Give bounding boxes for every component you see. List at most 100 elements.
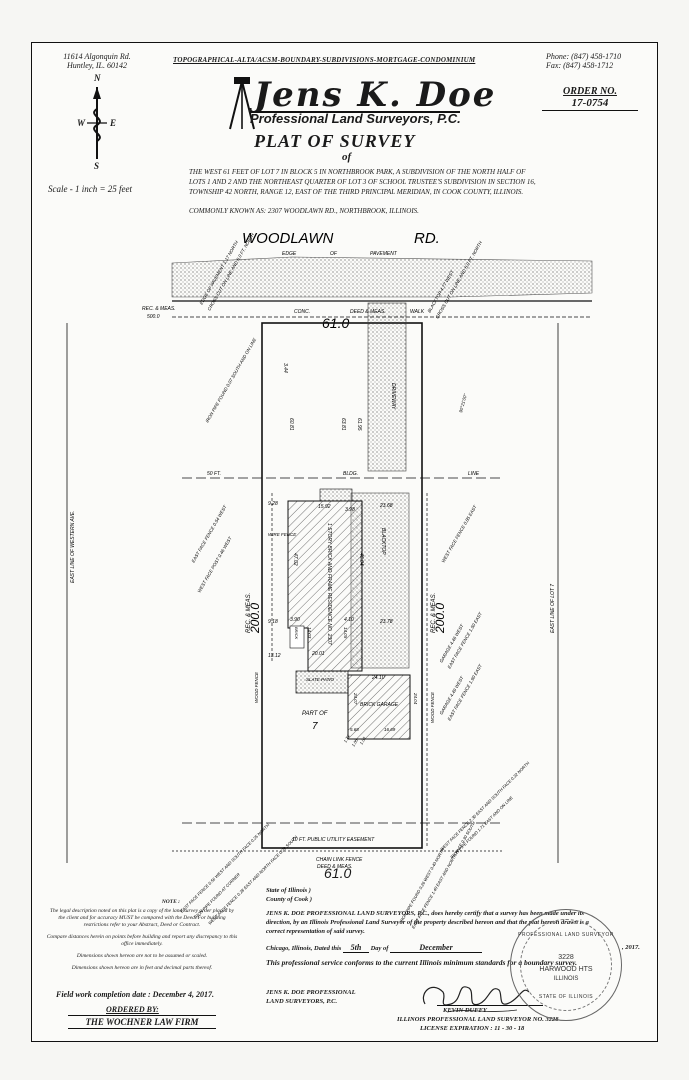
scale-note: Scale - 1 inch = 25 feet xyxy=(48,184,133,194)
note-3: Dimensions shown hereon are not to be as… xyxy=(76,953,208,959)
dim-2407: 24.07 xyxy=(353,692,358,705)
dim-1403: 14.03 xyxy=(307,627,312,639)
compass-needle-icon xyxy=(87,87,107,159)
surveyor-signature xyxy=(422,986,530,1013)
dim-1592: 15.92 xyxy=(318,504,331,510)
dim-4702: 47.02 xyxy=(292,553,298,566)
survey-sheet: 11614 Algonquin Rd. Huntley, IL. 60142 T… xyxy=(31,42,658,1042)
cert-line2: direction, by an Illinois Professional L… xyxy=(266,919,589,926)
note-iron-pipe-n: IRON PIPE FOUND 0.07 SOUTH AND ON LINE xyxy=(205,336,258,423)
legal-line2: LOTS 1 AND 2 AND THE NORTHEAST QUARTER O… xyxy=(189,178,536,186)
plat-of: of xyxy=(342,151,352,163)
dim-1405: 14.05 xyxy=(343,627,348,639)
dated-month: December xyxy=(390,943,483,953)
rec-meas-east: REC. & MEAS. xyxy=(431,593,437,633)
bldg-label: BLDG. xyxy=(343,471,358,477)
conc-label: CONC. xyxy=(294,309,310,315)
dim-568: 5.68 xyxy=(350,727,359,732)
brick-label: BRICK xyxy=(294,627,299,640)
dim-2378: 23.78 xyxy=(379,619,393,625)
easement-label: 10 FT. PUBLIC UTILITY EASEMENT xyxy=(292,837,375,843)
rec-meas-label: REC. & MEAS. xyxy=(142,306,176,312)
dim-1312: 13.12 xyxy=(268,653,281,659)
chain-link-label: CHAIN LINK FENCE xyxy=(316,857,363,863)
conform-line: This professional service conforms to th… xyxy=(266,958,578,967)
wire-fence-label: WIRE FENCE xyxy=(268,532,297,537)
seal-state: ILLINOIS xyxy=(553,976,579,982)
dim-2410: 24.10 xyxy=(371,675,385,681)
dim-390: 3.90 xyxy=(290,617,300,623)
western-ave-label: EAST LINE OF WESTERN AVE. xyxy=(70,510,76,583)
address-line2: Huntley, IL. 60142 xyxy=(67,61,127,70)
company-subtitle: Professional Land Surveyors, P.C. xyxy=(250,111,461,126)
seal-number: 3228 xyxy=(558,954,574,961)
surveyor-seal: PROFESSIONAL LAND SURVEYOR 3228 HARWOOD … xyxy=(510,909,622,1021)
dim-398: 3.98 xyxy=(345,507,355,513)
legal-description: THE WEST 61 FEET OF LOT 7 IN BLOCK 5 IN … xyxy=(189,167,649,216)
wood-fence-west: WOOD FENCE xyxy=(254,671,259,703)
name-underline xyxy=(250,111,460,113)
note-angle: 90°21'00" xyxy=(458,393,468,413)
rec-500-label: 500.0 xyxy=(147,314,160,320)
state-line: State of Illinois ) xyxy=(266,887,311,894)
company-name: Jens K. Doe xyxy=(254,75,497,115)
wood-fence-east: WOOD FENCE xyxy=(430,691,435,723)
seal-city: HARWOOD HTS xyxy=(539,966,593,973)
note-2: Compare distances herein on points befor… xyxy=(46,934,238,947)
lot7-east-label: EAST LINE OF LOT 7 xyxy=(550,584,556,633)
field-date: Field work completion date : December 4,… xyxy=(56,990,214,999)
commonly-known-as: COMMONLY KNOWN AS: 2307 WOODLAWN RD., NO… xyxy=(189,207,419,215)
patio-label: SLATE PATIO xyxy=(306,677,335,682)
ordered-by-label: ORDERED BY: xyxy=(106,1005,159,1014)
fax-number: Fax: (847) 458-1712 xyxy=(546,61,614,70)
east-depth: 200.0 xyxy=(433,603,447,634)
north-arrow: N W E S Scale - 1 inch = 25 feet xyxy=(32,73,162,203)
dim-344: 3.44 xyxy=(282,363,288,373)
pavement-label: PAVEMENT xyxy=(370,251,398,257)
cert-line1: JENS K. DOE PROFESSIONAL LAND SURVEYORS,… xyxy=(266,910,585,917)
plat-title: PLAT OF SURVEY xyxy=(254,131,416,151)
order-number: 17-0754 xyxy=(571,97,609,109)
of-label: OF xyxy=(330,251,338,257)
dated-day-of: Day of xyxy=(370,945,389,952)
pavement-area xyxy=(171,256,593,298)
note-west-face-fence: WEST FACE FENCE 0.85 EAST xyxy=(441,503,479,563)
compass-w: W xyxy=(77,118,86,128)
expiration-line: LICENSE EXPIRATION : 11 - 30 - 18 xyxy=(420,1025,525,1032)
driveway-strip xyxy=(367,302,407,472)
county-line: County of Cook ) xyxy=(266,896,313,903)
dim-n1: 1.02 xyxy=(359,735,368,745)
seal-top: PROFESSIONAL LAND SURVEYOR xyxy=(518,932,614,938)
slate-patio xyxy=(295,670,349,694)
order-label: ORDER NO. xyxy=(563,86,617,97)
dim-6081: 60.81 xyxy=(288,418,294,431)
compass-n: N xyxy=(94,73,101,83)
brick-bay xyxy=(289,625,305,649)
seal-bottom: STATE OF ILLINOIS xyxy=(538,994,594,1000)
brick-garage xyxy=(347,674,411,740)
road-suffix: RD. xyxy=(414,230,440,247)
dated-day: 5th xyxy=(342,943,369,953)
legal-line1: THE WEST 61 FEET OF LOT 7 IN BLOCK 5 IN … xyxy=(189,168,526,176)
driveway-label: DRIVEWAY xyxy=(390,383,396,410)
blacktop-label: BLACKTOP xyxy=(380,528,386,555)
note-1: The legal description noted on this plat… xyxy=(49,908,235,928)
dim-2368: 23.68 xyxy=(379,503,393,509)
dim-1669: 16.69 xyxy=(384,727,396,732)
compass-e: E xyxy=(110,118,117,128)
dated-year: , 2017. xyxy=(622,944,640,951)
road-name: WOODLAWN xyxy=(242,230,334,247)
firm-line1: JENS K. DOE PROFESSIONAL xyxy=(266,989,356,996)
dim-6195: 61.95 xyxy=(356,418,362,431)
cert-line3: correct representation of said survey. xyxy=(266,928,365,935)
address-line1: 11614 Algonquin Rd. xyxy=(63,52,131,61)
lot-number: 7 xyxy=(312,721,318,732)
front-stoop xyxy=(319,488,353,502)
line-label: LINE xyxy=(468,471,480,477)
dim-2404: 24.04 xyxy=(413,692,418,705)
rear-width: 61.0 xyxy=(324,865,352,881)
west-depth: 200.0 xyxy=(248,603,262,634)
note-4: Dimensions shown hereon are in feet and … xyxy=(71,965,213,971)
dim-6381: 63.81 xyxy=(340,418,346,431)
compass-s: S xyxy=(94,161,100,171)
